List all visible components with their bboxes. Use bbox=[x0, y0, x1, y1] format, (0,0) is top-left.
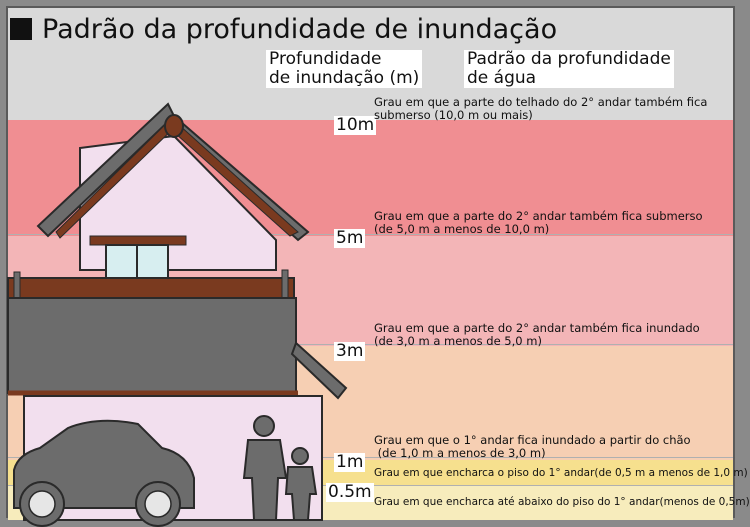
description-5m-10m: Grau em que a parte do 2° andar também f… bbox=[374, 209, 703, 236]
description-1m-3m: Grau em que o 1° andar fica inundado a p… bbox=[374, 433, 691, 460]
description-05m-1m: Grau em que encharca o piso do 1° andar(… bbox=[374, 467, 748, 479]
level-line-1m bbox=[8, 457, 733, 458]
side-roof bbox=[290, 341, 348, 400]
person-adult bbox=[242, 439, 288, 521]
description-above-10m: Grau em que a parte do telhado do 2° and… bbox=[374, 95, 708, 122]
level-label-05m: 0.5m bbox=[326, 482, 374, 502]
header-pattern: Padrão da profundidade de água bbox=[464, 50, 674, 88]
header-depth: Profundidade de inundação (m) bbox=[266, 50, 423, 88]
person-adult-head bbox=[253, 415, 275, 437]
page-title: Padrão da profundidade de inundação bbox=[8, 14, 557, 45]
person-child bbox=[284, 466, 318, 521]
roof-left bbox=[36, 102, 176, 238]
level-label-1m: 1m bbox=[334, 452, 366, 472]
eave-beam bbox=[7, 277, 295, 299]
level-line-3m bbox=[8, 344, 733, 345]
window-lintel bbox=[89, 235, 187, 246]
title-square-icon bbox=[10, 18, 32, 40]
title-text: Padrão da profundidade de inundação bbox=[42, 14, 558, 45]
description-below-05m: Grau em que encharca até abaixo do piso … bbox=[374, 496, 750, 508]
roof-finial bbox=[164, 114, 184, 138]
description-3m-5m: Grau em que a parte do 2° andar também f… bbox=[374, 321, 700, 348]
house-illustration bbox=[7, 102, 348, 527]
person-child-head bbox=[291, 447, 309, 465]
middle-roof bbox=[7, 297, 297, 394]
diagram-frame: Padrão da profundidade de inundação Prof… bbox=[6, 6, 750, 527]
level-label-3m: 3m bbox=[334, 341, 366, 361]
level-label-10m: 10m bbox=[334, 115, 377, 135]
level-label-5m: 5m bbox=[334, 228, 366, 248]
level-line-5m bbox=[8, 234, 733, 235]
